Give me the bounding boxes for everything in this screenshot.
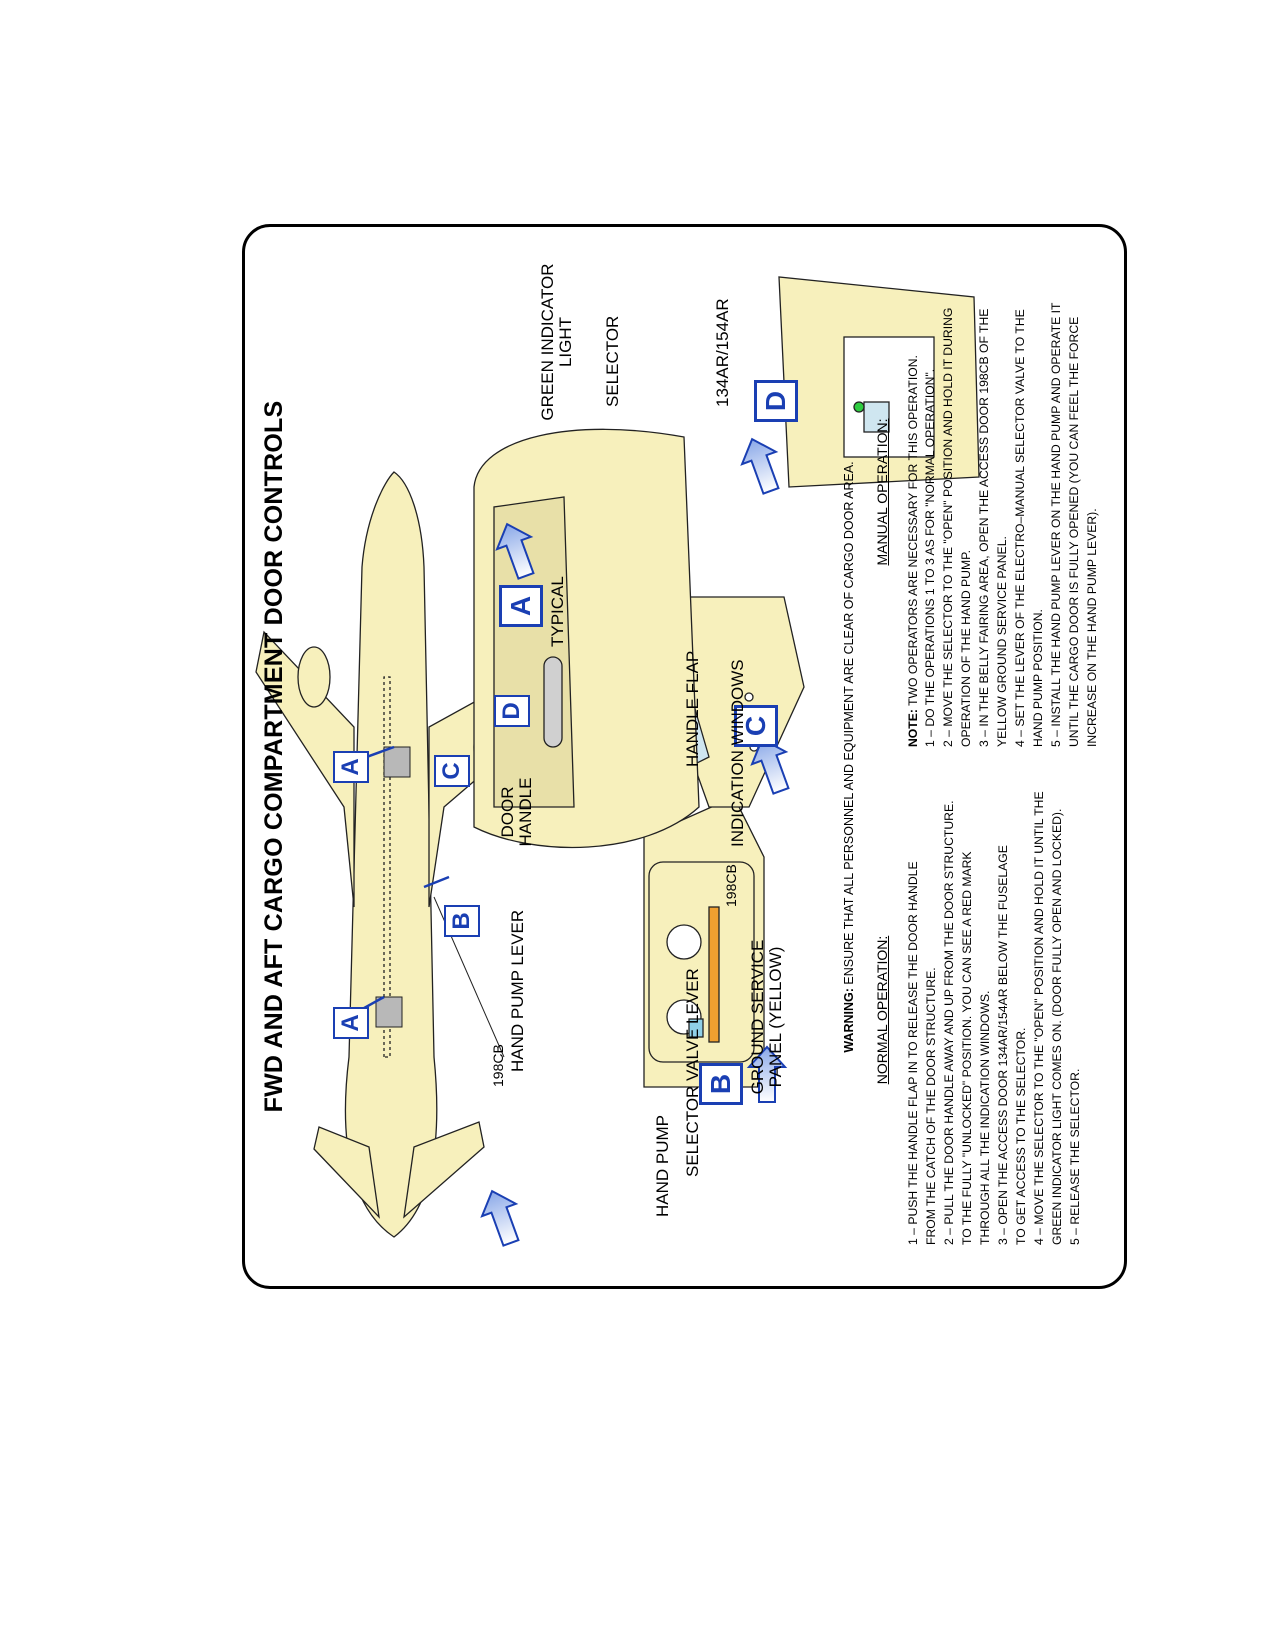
warning-prefix: WARNING: xyxy=(842,988,856,1053)
callout-a-detail: A xyxy=(499,585,543,627)
warning-line: WARNING: ENSURE THAT ALL PERSONNEL AND E… xyxy=(842,282,856,1232)
fwd-arrow-2 xyxy=(746,1045,788,1103)
label-door-handle: DOOR HANDLE xyxy=(498,772,535,852)
label-ground-service-line2: PANEL (YELLOW) xyxy=(766,946,785,1088)
label-green-indicator-line2: LIGHT xyxy=(556,316,575,368)
label-door-handle-line2: HANDLE xyxy=(516,777,535,847)
manual-step-line: 4 – SET THE LEVER OF THE ELECTRO–MANUAL … xyxy=(1013,309,1027,747)
normal-step-line: FROM THE CATCH OF THE DOOR STRUCTURE. xyxy=(924,967,938,1245)
label-access-door-134ar-154ar: 134AR/154AR xyxy=(713,298,732,407)
warning-text: ENSURE THAT ALL PERSONNEL AND EQUIPMENT … xyxy=(842,461,856,989)
normal-step-line: 1 – PUSH THE HANDLE FLAP IN TO RELEASE T… xyxy=(906,861,920,1245)
callout-b-detail: B xyxy=(699,1063,743,1105)
manual-step-line: YELLOW GROUND SERVICE PANEL. xyxy=(995,536,1009,747)
page-title: FWD AND AFT CARGO COMPARTMENT DOOR CONTR… xyxy=(260,400,288,1113)
manual-step-line: 2 – MOVE THE SELECTOR TO THE "OPEN" POSI… xyxy=(941,307,955,747)
label-indication-windows: INDICATION WINDOWS xyxy=(728,659,747,847)
manual-operation-steps: 1 – DO THE OPERATIONS 1 TO 3 AS FOR "NOR… xyxy=(922,237,1101,748)
callout-b-aircraft: B xyxy=(444,905,480,937)
cargo-door-typical-view xyxy=(473,428,700,849)
fwd-arrow-5 xyxy=(740,437,780,495)
label-selector-valve-lever: SELECTOR VALVE LEVER xyxy=(683,968,702,1177)
illustration-layer xyxy=(255,276,980,1247)
label-selector: SELECTOR xyxy=(603,315,622,407)
normal-step-line: 2 – PULL THE DOOR HANDLE AWAY AND UP FRO… xyxy=(942,800,956,1245)
manual-step-line: 5 – INSTALL THE HAND PUMP LEVER ON THE H… xyxy=(1049,302,1063,748)
normal-step-line: TO GET ACCESS TO THE SELECTOR. xyxy=(1014,1027,1028,1245)
callout-d-aircraft: D xyxy=(494,695,530,727)
label-hand-pump: HAND PUMP xyxy=(653,1114,672,1217)
manual-step-line: 1 – DO THE OPERATIONS 1 TO 3 AS FOR "NOR… xyxy=(923,368,937,747)
fwd-cargo-door-marker xyxy=(383,746,411,778)
normal-step-line: GREEN INDICATOR LIGHT COMES ON. (DOOR FU… xyxy=(1050,808,1064,1245)
normal-operation-heading: NORMAL OPERATION: xyxy=(874,935,890,1085)
normal-operation-steps: 1 – PUSH THE HANDLE FLAP IN TO RELEASE T… xyxy=(905,775,1084,1245)
manual-note: NOTE: TWO OPERATORS ARE NECESSARY FOR TH… xyxy=(905,237,922,747)
normal-step-line: TO THE FULLY "UNLOCKED" POSITION. YOU CA… xyxy=(960,851,974,1245)
manual-operation-heading: MANUAL OPERATION: xyxy=(874,418,890,566)
normal-step-line: 5 – RELEASE THE SELECTOR. xyxy=(1068,1068,1082,1245)
label-ground-service-line1: GROUND SERVICE xyxy=(748,939,767,1095)
ground-service-panel-view xyxy=(643,796,765,1088)
callout-c-aircraft: C xyxy=(434,755,470,787)
label-hand-pump-lever: HAND PUMP LEVER xyxy=(508,909,527,1072)
manual-step-line: UNTIL THE CARGO DOOR IS FULLY OPENED (YO… xyxy=(1067,316,1081,747)
manual-note-prefix: NOTE: xyxy=(906,709,920,747)
callout-a-aft: A xyxy=(333,1007,369,1039)
label-green-indicator-light: GREEN INDICATOR LIGHT xyxy=(538,257,575,427)
callout-a-fwd: A xyxy=(333,751,369,783)
selector-panel-view xyxy=(778,276,980,488)
manual-step-line: HAND PUMP POSITION. xyxy=(1031,609,1045,747)
rotated-diagram-content: FWD AND AFT CARGO COMPARTMENT DOOR CONTR… xyxy=(244,226,1125,1287)
manual-step-line: 3 – IN THE BELLY FAIRING AREA, OPEN THE … xyxy=(977,308,991,747)
label-door-handle-line1: DOOR xyxy=(498,786,517,838)
aircraft-plan-view xyxy=(255,471,585,1238)
label-handle-flap: HANDLE FLAP xyxy=(683,650,702,767)
normal-step-line: THROUGH ALL THE INDICATION WINDOWS. xyxy=(978,990,992,1245)
manual-operation-section: MANUAL OPERATION: NOTE: TWO OPERATORS AR… xyxy=(874,237,1102,748)
label-ground-service-panel: GROUND SERVICE PANEL (YELLOW) xyxy=(748,937,785,1097)
normal-step-line: 4 – MOVE THE SELECTOR TO THE "OPEN" POSI… xyxy=(1032,791,1046,1245)
manual-step-line: OPERATION OF THE HAND PUMP. xyxy=(959,549,973,747)
label-198cb-panel: 198CB xyxy=(723,864,739,907)
callout-d-detail: D xyxy=(754,380,798,422)
fwd-arrow-4 xyxy=(495,522,535,580)
manual-step-line: INCREASE ON THE HAND PUMP LEVER). xyxy=(1085,508,1099,747)
normal-step-line: 3 – OPEN THE ACCESS DOOR 134AR/154AR BEL… xyxy=(996,845,1010,1245)
normal-operation-section: NORMAL OPERATION: 1 – PUSH THE HANDLE FL… xyxy=(874,775,1085,1245)
label-green-indicator-line1: GREEN INDICATOR xyxy=(538,263,557,421)
fwd-arrow-1 xyxy=(480,1189,520,1247)
label-198cb-aircraft: 198CB xyxy=(490,1044,506,1087)
label-typical: TYPICAL xyxy=(548,576,567,647)
aft-cargo-door-marker xyxy=(375,996,403,1028)
manual-note-text: TWO OPERATORS ARE NECESSARY FOR THIS OPE… xyxy=(906,355,920,710)
